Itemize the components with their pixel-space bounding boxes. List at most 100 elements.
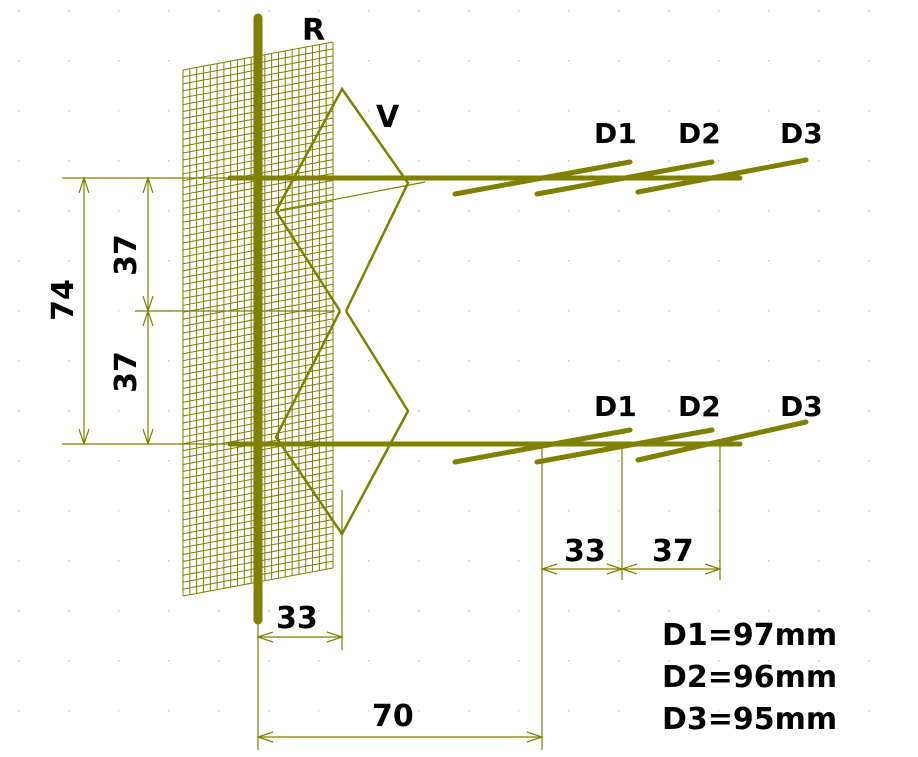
grid-dot xyxy=(768,510,770,512)
grid-dot xyxy=(468,210,470,212)
grid-dot xyxy=(718,110,720,112)
grid-dot xyxy=(618,510,620,512)
director-d3-lower xyxy=(635,419,809,463)
grid-dot xyxy=(268,610,270,612)
grid-dot xyxy=(68,260,70,262)
grid-dot xyxy=(668,610,670,612)
grid-dot xyxy=(18,510,20,512)
grid-dot xyxy=(718,510,720,512)
dim-37-arrow-top xyxy=(142,176,154,194)
director-length-d2: D2=96mm xyxy=(662,660,837,695)
grid-dot xyxy=(368,410,370,412)
grid-dot xyxy=(568,660,570,662)
grid-dot xyxy=(518,460,520,462)
grid-dot xyxy=(218,260,220,262)
director-label-d3-upper: D3 xyxy=(780,117,823,150)
grid-dot xyxy=(718,560,720,562)
director-label-d1-lower: D1 xyxy=(594,390,637,423)
grid-dot xyxy=(18,560,20,562)
grid-dot xyxy=(318,160,320,162)
grid-dot xyxy=(318,410,320,412)
grid-dot xyxy=(568,610,570,612)
grid-dot xyxy=(218,460,220,462)
grid-dot xyxy=(368,710,370,712)
grid-dot xyxy=(368,510,370,512)
grid-dot xyxy=(418,410,420,412)
grid-dot xyxy=(518,10,520,12)
grid-dot xyxy=(568,710,570,712)
grid-dot xyxy=(518,610,520,612)
grid-dot xyxy=(268,260,270,262)
grid-dot xyxy=(268,560,270,562)
grid-dot xyxy=(818,160,820,162)
grid-dot xyxy=(318,460,320,462)
grid-dot xyxy=(118,10,120,12)
grid-dot xyxy=(18,610,20,612)
grid-dot xyxy=(668,710,670,712)
grid-dot xyxy=(768,610,770,612)
grid-dot xyxy=(368,360,370,362)
grid-dot xyxy=(468,160,470,162)
dim-70-arrow-right xyxy=(526,731,544,743)
director-d2-upper xyxy=(534,159,715,197)
grid-dot xyxy=(318,110,320,112)
grid-dot xyxy=(768,60,770,62)
grid-dot xyxy=(718,310,720,312)
grid-dot xyxy=(368,260,370,262)
grid-dot xyxy=(868,160,870,162)
grid-dot xyxy=(868,660,870,662)
grid-dot xyxy=(668,460,670,462)
vibrator-lower-loop xyxy=(274,310,410,537)
grid-dot xyxy=(518,160,520,162)
grid-dot xyxy=(468,560,470,562)
grid-dot xyxy=(418,110,420,112)
grid-dot xyxy=(268,110,270,112)
grid-dot xyxy=(168,560,170,562)
grid-dot xyxy=(18,160,20,162)
grid-dot xyxy=(218,60,220,62)
grid-dot xyxy=(718,660,720,662)
grid-dot xyxy=(868,460,870,462)
reflector-label: R xyxy=(302,13,325,48)
grid-dot xyxy=(418,560,420,562)
grid-dot xyxy=(618,160,620,162)
grid-dot xyxy=(718,610,720,612)
grid-dot xyxy=(868,110,870,112)
grid-dot xyxy=(68,10,70,12)
grid-dot xyxy=(218,560,220,562)
grid-dot xyxy=(118,160,120,162)
dim-74-arrow-bottom xyxy=(78,428,90,446)
grid-dot xyxy=(168,60,170,62)
grid-dot xyxy=(218,610,220,612)
grid-dot xyxy=(318,360,320,362)
grid-dot xyxy=(768,710,770,712)
grid-dot xyxy=(618,660,620,662)
grid-dot xyxy=(818,460,820,462)
grid-dot xyxy=(768,10,770,12)
grid-dot xyxy=(618,210,620,212)
director-d1-lower xyxy=(452,427,633,465)
grid-dot xyxy=(318,10,320,12)
director-length-d3: D3=95mm xyxy=(662,702,837,737)
grid-dot xyxy=(18,10,20,12)
grid-dot xyxy=(68,60,70,62)
grid-dot xyxy=(668,10,670,12)
grid-dot xyxy=(68,510,70,512)
grid-dot xyxy=(868,610,870,612)
grid-dot xyxy=(68,110,70,112)
grid-dot xyxy=(168,610,170,612)
grid-dot xyxy=(868,510,870,512)
grid-dot xyxy=(18,660,20,662)
grid-dot xyxy=(268,360,270,362)
grid-dot xyxy=(868,60,870,62)
grid-dot xyxy=(768,360,770,362)
grid-dot xyxy=(618,710,620,712)
grid-dot xyxy=(568,60,570,62)
grid-dot xyxy=(618,110,620,112)
grid-dot xyxy=(368,10,370,12)
grid-dot xyxy=(618,60,620,62)
grid-dot xyxy=(868,560,870,562)
grid-dot xyxy=(668,160,670,162)
grid-dot xyxy=(668,260,670,262)
